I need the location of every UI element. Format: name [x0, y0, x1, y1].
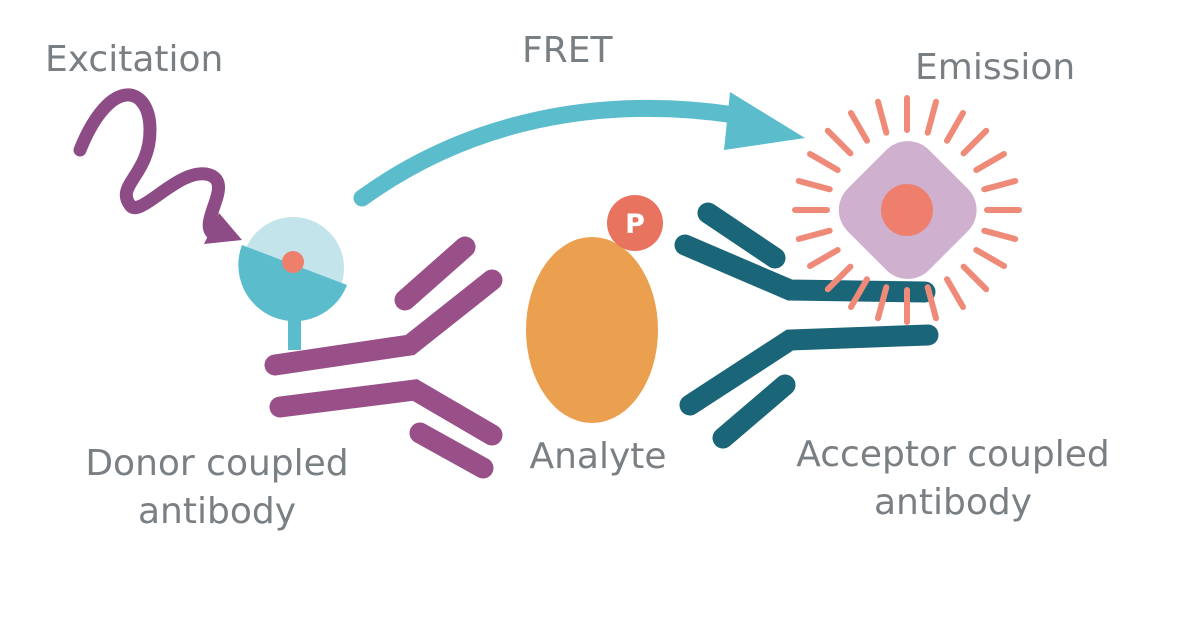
emission-rays — [792, 95, 1022, 325]
emission-ray — [981, 178, 1019, 193]
emission-ray — [795, 178, 833, 193]
donor-label-line2: antibody — [138, 491, 296, 532]
donor-antibody — [264, 236, 503, 479]
emission-label: Emission — [915, 47, 1075, 88]
fret-label: FRET — [522, 30, 613, 71]
emission-ray — [848, 276, 870, 310]
emission-ray — [824, 127, 854, 157]
donor-fluorophore — [238, 217, 347, 350]
emission-ray — [944, 110, 966, 144]
emission-ray — [944, 276, 966, 310]
phospho-label: P — [625, 209, 645, 240]
emission-ray — [960, 127, 990, 157]
emission-ray — [807, 247, 841, 269]
excitation-label: Excitation — [45, 39, 223, 80]
acceptor-label-line2: antibody — [874, 482, 1032, 523]
emission-ray — [848, 110, 870, 144]
acceptor-antibody — [674, 202, 939, 449]
phospho-badge: P — [607, 195, 663, 251]
emission-ray — [807, 151, 841, 173]
donor-label-line1: Donor coupled — [85, 443, 348, 484]
emission-ray — [960, 263, 990, 293]
emission-ray — [973, 151, 1007, 173]
analyte-shape — [526, 237, 658, 423]
fret-arrow — [353, 92, 805, 207]
emission-ray — [875, 98, 890, 136]
excitation-wave-arrow — [73, 88, 242, 244]
acceptor-fluorophore — [838, 141, 977, 279]
emission-ray — [924, 284, 939, 322]
acceptor-label-line1: Acceptor coupled — [796, 434, 1109, 475]
emission-ray — [924, 98, 939, 136]
emission-ray — [824, 263, 854, 293]
emission-ray — [875, 284, 890, 322]
emission-ray — [981, 227, 1019, 242]
analyte-label: Analyte — [529, 436, 666, 477]
emission-ray — [795, 227, 833, 242]
emission-ray — [973, 247, 1007, 269]
